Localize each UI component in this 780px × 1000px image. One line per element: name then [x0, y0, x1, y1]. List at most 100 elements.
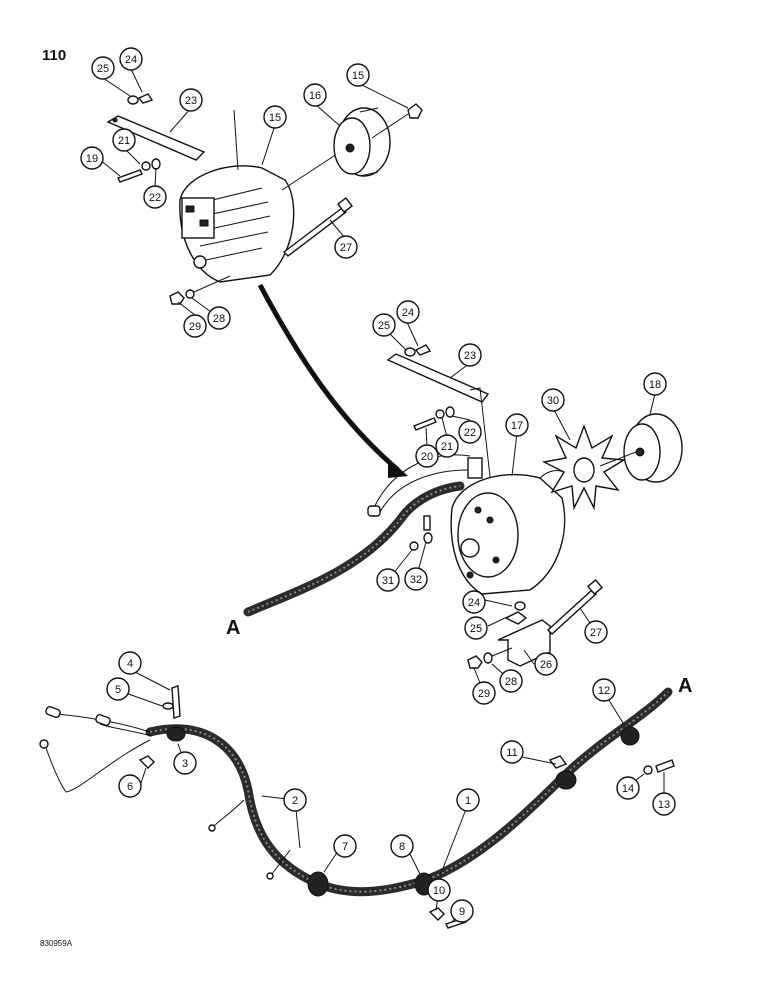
callout: 10 — [427, 878, 451, 902]
bolt — [137, 93, 154, 104]
terminal-block — [467, 457, 483, 479]
callout: 29 — [183, 314, 207, 338]
washer — [483, 652, 493, 664]
callout: 25 — [91, 56, 115, 80]
callout: 18 — [643, 372, 667, 396]
callout: 24 — [396, 300, 420, 324]
callout: 21 — [112, 128, 136, 152]
svg-text:29: 29 — [189, 321, 201, 333]
nut — [138, 755, 155, 769]
svg-text:18: 18 — [649, 379, 661, 391]
svg-text:22: 22 — [464, 427, 476, 439]
svg-text:27: 27 — [590, 627, 602, 639]
callout: 23 — [179, 88, 203, 112]
svg-text:29: 29 — [478, 688, 490, 700]
svg-text:23: 23 — [464, 350, 476, 362]
callout: 24 — [462, 590, 486, 614]
svg-text:25: 25 — [470, 623, 482, 635]
svg-text:24: 24 — [125, 54, 137, 66]
callout: 5 — [106, 677, 130, 701]
washer — [514, 601, 526, 611]
harness-clamp — [307, 871, 329, 897]
svg-text:23: 23 — [185, 95, 197, 107]
svg-text:12: 12 — [598, 685, 610, 697]
lock-washer — [435, 409, 445, 419]
pulley-nut — [407, 103, 423, 119]
svg-text:17: 17 — [511, 420, 523, 432]
terminal-lead — [423, 515, 431, 531]
svg-text:30: 30 — [547, 395, 559, 407]
callout: 17 — [505, 413, 529, 437]
harness-clamp — [166, 726, 186, 742]
harness-clamp — [620, 726, 640, 746]
callout: 9 — [450, 899, 474, 923]
connection-marker-right: A — [678, 675, 692, 697]
svg-text:11: 11 — [506, 747, 517, 759]
svg-text:22: 22 — [149, 192, 161, 204]
page-number: 110 — [42, 47, 66, 64]
svg-text:25: 25 — [97, 63, 109, 75]
svg-text:28: 28 — [213, 313, 225, 325]
callout: 25 — [464, 616, 488, 640]
arrow-pointer — [257, 283, 400, 472]
svg-text:21: 21 — [118, 135, 130, 147]
adjusting-strap — [386, 353, 490, 403]
bolt — [117, 169, 143, 183]
ring-terminal — [208, 824, 216, 832]
bolt — [413, 417, 437, 431]
nut — [467, 655, 483, 669]
alternator-lower — [450, 457, 567, 595]
callout: 15 — [263, 105, 287, 129]
washer — [162, 702, 174, 710]
callout: 13 — [652, 792, 676, 816]
figure-id: 830959A — [40, 939, 73, 948]
svg-text:7: 7 — [342, 841, 348, 853]
callout: 23 — [458, 343, 482, 367]
connection-marker-left: A — [226, 617, 240, 639]
svg-text:5: 5 — [115, 684, 121, 696]
svg-text:27: 27 — [340, 242, 352, 254]
washer — [423, 532, 433, 544]
callout: 27 — [334, 235, 358, 259]
svg-text:1: 1 — [465, 795, 471, 807]
callout: 28 — [499, 669, 523, 693]
callout: 20 — [415, 444, 439, 468]
pulley-lower — [623, 413, 683, 483]
svg-text:15: 15 — [352, 70, 364, 82]
callout: 1 — [456, 788, 480, 812]
callout: 14 — [616, 776, 640, 800]
callout: 29 — [472, 681, 496, 705]
callout: 19 — [80, 146, 104, 170]
callout: 25 — [372, 313, 396, 337]
svg-text:25: 25 — [378, 320, 390, 332]
svg-text:20: 20 — [421, 451, 433, 463]
svg-text:9: 9 — [459, 906, 465, 918]
callout: 24 — [119, 47, 143, 71]
svg-text:2: 2 — [292, 795, 298, 807]
svg-text:4: 4 — [127, 658, 133, 670]
middle-alternator-assembly — [243, 344, 683, 669]
wire-connector — [367, 505, 381, 517]
bolt — [414, 344, 432, 356]
svg-text:10: 10 — [433, 885, 445, 897]
ring-terminal — [266, 872, 274, 880]
bolt-head — [504, 611, 528, 625]
bolt — [171, 685, 181, 719]
washer — [428, 907, 445, 921]
pulley-upper — [333, 107, 391, 177]
callouts: 25 24 23 16 15 15 21 19 22 27 29 28 25 2… — [80, 47, 676, 923]
callout: 16 — [303, 83, 327, 107]
callout: 2 — [283, 788, 307, 812]
harness-clamp — [555, 770, 577, 790]
callout: 27 — [584, 620, 608, 644]
callout: 7 — [333, 834, 357, 858]
callout: 8 — [390, 834, 414, 858]
svg-text:6: 6 — [127, 781, 133, 793]
svg-text:26: 26 — [540, 659, 552, 671]
washer — [127, 95, 139, 105]
svg-text:13: 13 — [658, 799, 670, 811]
washer — [643, 765, 653, 775]
callout: 3 — [173, 751, 197, 775]
lower-harness-assembly — [39, 685, 675, 929]
callout: 15 — [346, 63, 370, 87]
